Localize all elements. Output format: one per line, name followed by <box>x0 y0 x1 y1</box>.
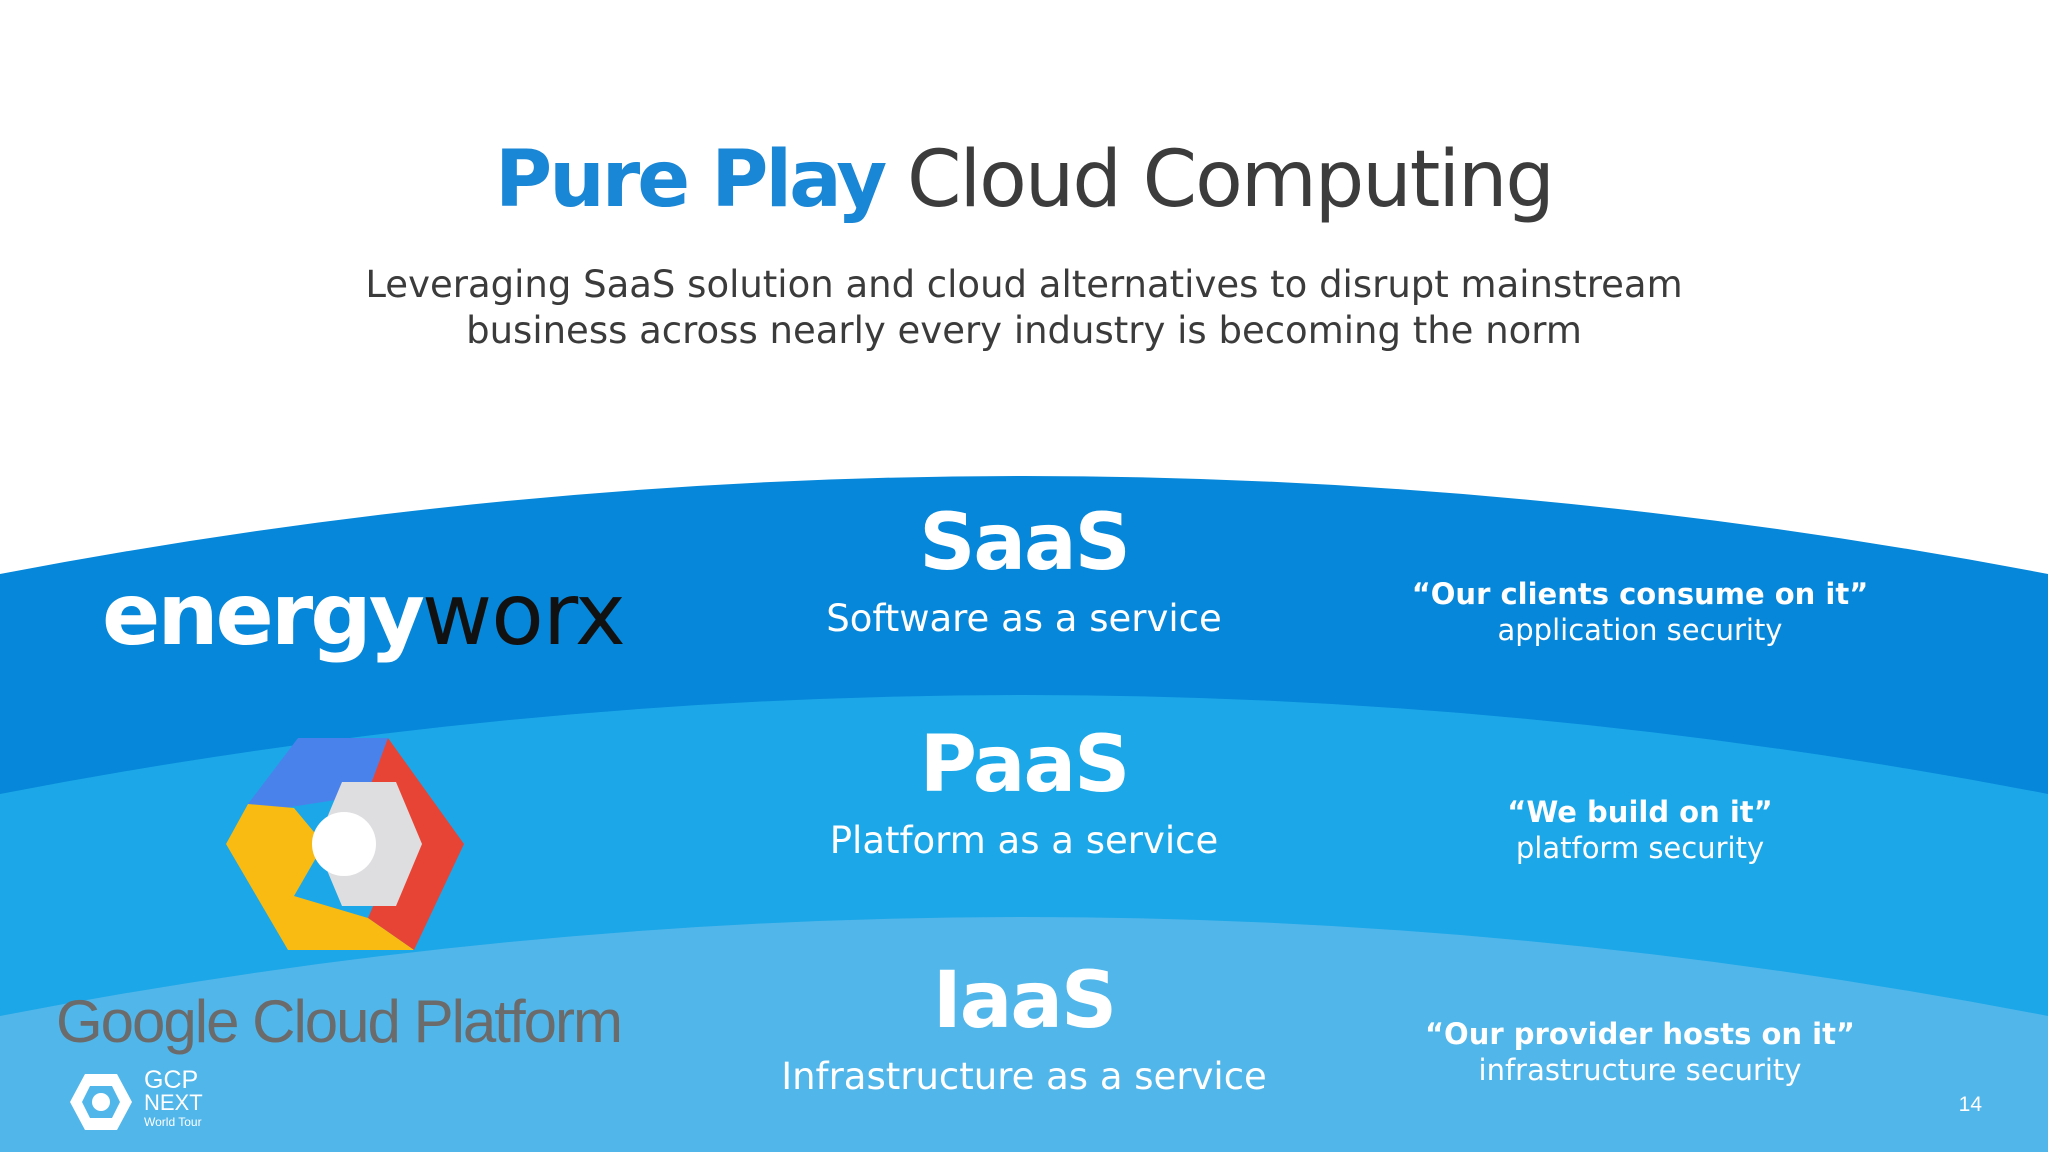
paas-security: platform security <box>1515 831 1765 865</box>
saas-abbr: SaaS <box>919 498 1131 588</box>
energyworx-logo-part1: energy <box>102 565 425 665</box>
page-number: 14 <box>1958 1093 1982 1116</box>
energyworx-logo-part2: worx <box>421 565 626 665</box>
iaas-quote: “Our provider hosts on it” <box>1425 1017 1855 1051</box>
subtitle-line-1: Leveraging SaaS solution and cloud alter… <box>365 263 1683 306</box>
iaas-band <box>0 917 2048 1152</box>
slide-title: Pure Play Cloud Computing <box>0 132 2048 228</box>
slide-subtitle: Leveraging SaaS solution and cloud alter… <box>0 262 2048 354</box>
saas-quote: “Our clients consume on it” <box>1411 577 1869 611</box>
title-rest: Cloud Computing <box>907 135 1555 225</box>
paas-desc: Platform as a service <box>829 819 1219 862</box>
gcp-next-line3: World Tour <box>144 1115 202 1129</box>
gcp-next-line2: NEXT <box>144 1090 203 1115</box>
subtitle-line-2: business across nearly every industry is… <box>466 309 1582 352</box>
gcp-next-icon <box>70 1074 132 1130</box>
saas-security: application security <box>1497 613 1783 647</box>
iaas-desc: Infrastructure as a service <box>781 1055 1267 1098</box>
gcp-next-text: GCP NEXT World Tour <box>144 1068 203 1130</box>
iaas-security: infrastructure security <box>1478 1053 1802 1087</box>
title-accent: Pure Play <box>495 135 887 225</box>
saas-desc: Software as a service <box>826 597 1222 640</box>
energyworx-logo: energyworx <box>102 560 626 670</box>
iaas-abbr: IaaS <box>932 956 1117 1046</box>
paas-abbr: PaaS <box>919 720 1131 810</box>
gcp-hexagon-icon <box>226 738 464 950</box>
paas-quote: “We build on it” <box>1507 795 1773 829</box>
gcp-wordmark: Google Cloud Platform <box>56 988 623 1055</box>
gcp-next-line1: GCP <box>144 1066 199 1094</box>
